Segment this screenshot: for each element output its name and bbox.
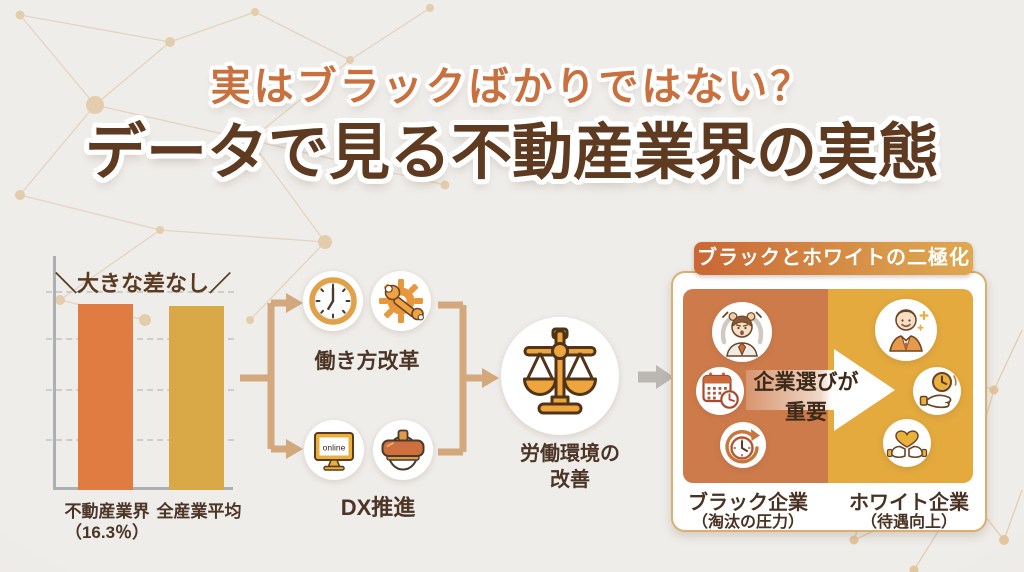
overtime-clock-icon-circle bbox=[720, 422, 766, 468]
black-company-sublabel: （淘汰の圧力） bbox=[691, 514, 804, 531]
gridline bbox=[46, 338, 234, 340]
dx-label: DX推進 bbox=[340, 495, 416, 520]
gear-wrench-icon bbox=[379, 279, 424, 323]
arrow-to-work-reform-icon bbox=[286, 293, 303, 313]
choice-arrow-text-line2: 重要 bbox=[785, 401, 827, 424]
white-company-sublabel: （待遇向上） bbox=[860, 514, 957, 531]
hand-clock-icon bbox=[919, 372, 957, 409]
gridline bbox=[46, 439, 234, 441]
clock-icon-circle bbox=[303, 271, 363, 331]
outcome-label-line1: 労働環境の bbox=[520, 443, 620, 465]
stressed-worker-icon bbox=[720, 311, 764, 357]
choice-arrow-text-line1: 企業選びが bbox=[753, 371, 859, 394]
bar-value-label: （16.3％） bbox=[64, 523, 150, 542]
monitor-online-icon-circle: online bbox=[304, 420, 364, 480]
choice-arrow-text: 企業選びが 重要 bbox=[750, 366, 862, 426]
gridline bbox=[46, 291, 234, 293]
clock-icon bbox=[309, 277, 357, 325]
arrow-to-dx-icon bbox=[286, 439, 303, 459]
outcome-label-line2: 改善 bbox=[550, 469, 590, 491]
vr-headset-icon-circle bbox=[373, 420, 433, 480]
merge-bracket-line bbox=[438, 301, 483, 456]
hand-clock-icon-circle bbox=[913, 367, 961, 415]
vr-headset-icon bbox=[381, 429, 425, 471]
gridline bbox=[46, 389, 234, 391]
outcome-label: 労働環境の 改善 bbox=[490, 441, 650, 493]
monitor-online-icon: online bbox=[314, 432, 354, 471]
balance-scale-icon-circle bbox=[501, 317, 619, 435]
page-title: データで見る不動産業界の実態 bbox=[84, 118, 939, 186]
balance-scale-icon bbox=[523, 327, 597, 415]
hands-heart-icon bbox=[886, 430, 928, 459]
chart-annotation: ＼大きな差なし／ bbox=[54, 271, 231, 296]
bar-real-estate bbox=[78, 304, 133, 490]
happy-worker-icon-circle bbox=[875, 299, 937, 361]
chart-axes bbox=[53, 256, 233, 490]
bar-all-industry bbox=[169, 306, 224, 490]
work-reform-label: 働き方改革 bbox=[314, 350, 420, 373]
hands-heart-icon-circle bbox=[883, 419, 931, 467]
white-company-label: ホワイト企業 bbox=[849, 492, 969, 514]
split-bracket-line bbox=[240, 299, 287, 453]
black-company-label: ブラック企業 bbox=[688, 492, 808, 514]
bar-label-all-industry: 全産業平均 bbox=[156, 502, 242, 521]
calendar-clock-icon-circle bbox=[696, 367, 744, 415]
arrow-to-outcome-icon bbox=[482, 368, 499, 388]
panel-header: ブラックとホワイトの二極化 bbox=[694, 242, 973, 275]
happy-worker-icon bbox=[889, 309, 929, 352]
calendar-clock-icon bbox=[702, 372, 739, 409]
subtitle: 実はブラックばかりではない？ bbox=[210, 65, 814, 109]
svg-text:online: online bbox=[323, 443, 346, 453]
stressed-worker-icon-circle bbox=[712, 302, 772, 362]
bar-label-real-estate: 不動産業界 bbox=[64, 502, 150, 521]
overtime-clock-icon bbox=[725, 429, 760, 464]
gear-wrench-icon-circle bbox=[371, 271, 431, 331]
